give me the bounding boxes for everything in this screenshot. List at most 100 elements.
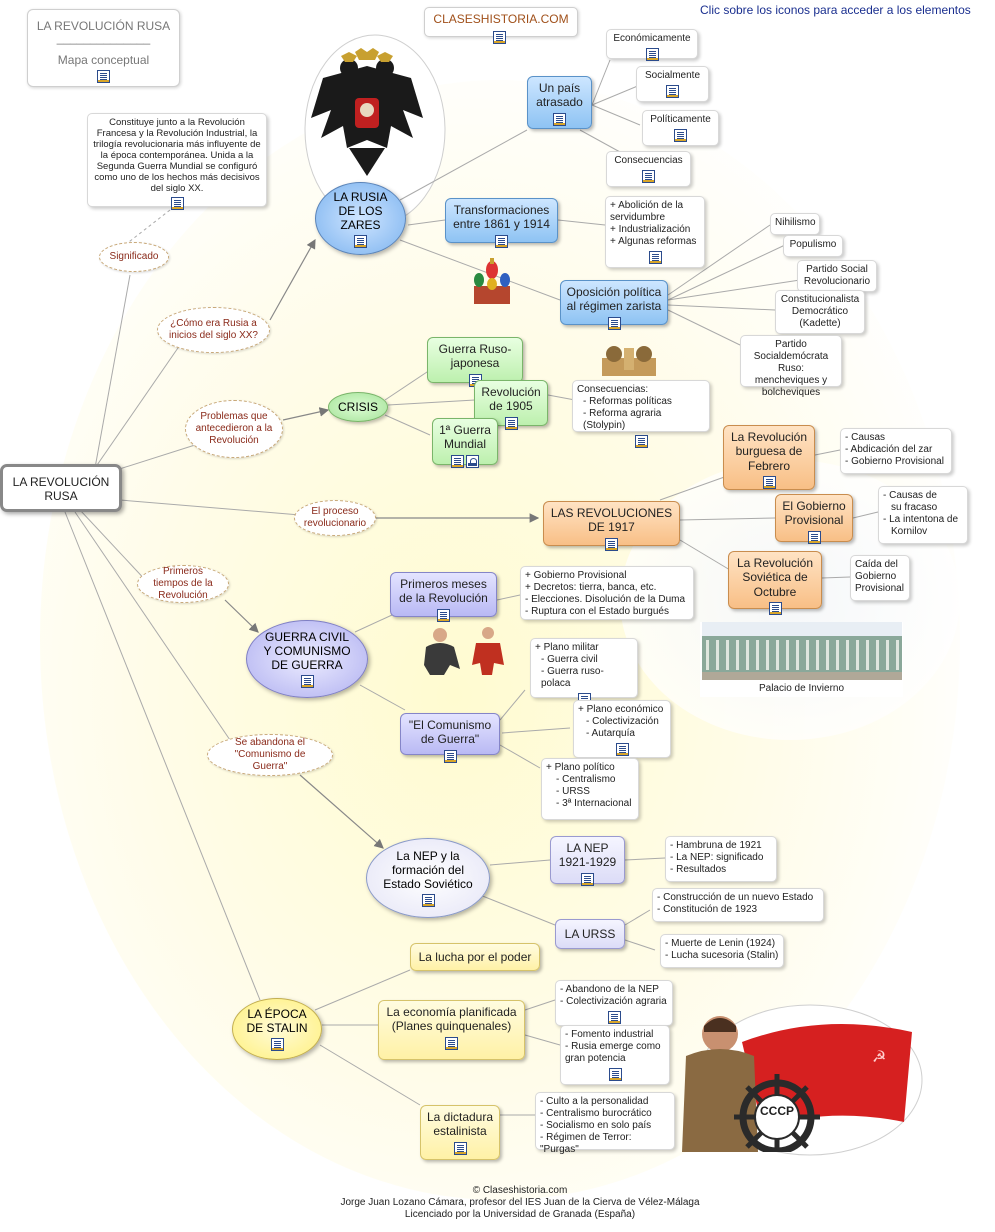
link-significado: Significado bbox=[99, 242, 169, 272]
gobierno-provisional-node: El Gobierno Provisional bbox=[775, 494, 853, 544]
document-icon[interactable] bbox=[443, 749, 457, 763]
document-icon[interactable] bbox=[648, 251, 662, 264]
significado-text: Constituye junto a la Revolución Frances… bbox=[93, 117, 261, 194]
aspect-label: Socialmente bbox=[644, 70, 701, 81]
list-item: - Constitución de 1923 bbox=[657, 904, 758, 915]
document-icon[interactable] bbox=[504, 416, 518, 430]
document-icon[interactable] bbox=[581, 872, 594, 886]
link-label: Significado bbox=[109, 251, 159, 262]
footer-copyright: © Claseshistoria.com bbox=[472, 1185, 568, 1196]
guerra-mundial-node: 1ª Guerra Mundial bbox=[432, 418, 498, 468]
list-item: + Plano político bbox=[546, 762, 615, 773]
urss-list-2: - Muerte de Lenin (1924) - Lucha sucesor… bbox=[660, 934, 784, 968]
transformaciones-node: Transformaciones entre 1861 y 1914 bbox=[445, 198, 558, 248]
socialmente-box: Socialmente bbox=[636, 66, 709, 102]
plano-militar-list: + Plano militar - Guerra civil - Guerra … bbox=[530, 638, 638, 706]
document-icon[interactable] bbox=[605, 537, 618, 551]
document-icon[interactable] bbox=[607, 1011, 621, 1024]
document-icon[interactable] bbox=[666, 85, 679, 98]
primeros-meses-label: Primeros meses de la Revolución bbox=[399, 577, 488, 606]
list-item: - La intentona de bbox=[883, 514, 959, 525]
consecuencias-1905-box: Consecuencias: - Reformas políticas - Re… bbox=[572, 380, 710, 448]
list-item: - Colectivización agraria bbox=[560, 996, 667, 1007]
link-label: Problemas que antecedieron a la Revoluci… bbox=[195, 411, 273, 446]
list-item: - Gobierno Provisional bbox=[845, 456, 944, 467]
document-icon[interactable] bbox=[270, 1038, 284, 1051]
oposicion-label: Oposición política al régimen zarista bbox=[566, 285, 662, 314]
transformaciones-list: + Abolición de la servidumbre + Industri… bbox=[605, 196, 705, 268]
pais-atrasado-node: Un país atrasado bbox=[527, 76, 592, 129]
gob-prov-list: - Causas de su fracaso - La intentona de… bbox=[878, 486, 968, 544]
document-icon[interactable] bbox=[768, 602, 782, 616]
rev1905-label: Revolución de 1905 bbox=[481, 385, 541, 414]
party-label: Nihilismo bbox=[775, 217, 816, 228]
crisis-label: CRISIS bbox=[337, 400, 378, 414]
map-subtitle: Mapa conceptual bbox=[57, 53, 150, 67]
document-icon[interactable] bbox=[493, 31, 506, 44]
list-item: - Hambruna de 1921 bbox=[670, 840, 762, 851]
octubre-node: La Revolución Soviética de Octubre bbox=[728, 551, 822, 616]
document-icon[interactable] bbox=[642, 170, 655, 183]
febrero-node: La Revolución burguesa de Febrero bbox=[723, 425, 815, 490]
document-icon[interactable] bbox=[421, 894, 435, 907]
network-icon[interactable] bbox=[466, 454, 479, 468]
party-kadette: Constitucionalista Democrático (Kadette) bbox=[775, 290, 865, 334]
list-item: - 3ª Internacional bbox=[556, 798, 632, 809]
document-icon[interactable] bbox=[608, 1068, 622, 1081]
guerra-mundial-label: 1ª Guerra Mundial bbox=[439, 423, 491, 452]
politicamente-box: Políticamente bbox=[642, 110, 719, 146]
urss-label: LA URSS bbox=[564, 927, 616, 941]
document-icon[interactable] bbox=[170, 197, 184, 210]
document-icon[interactable] bbox=[453, 1141, 467, 1155]
guerra-rj-label: Guerra Ruso-japonesa bbox=[438, 342, 512, 371]
document-icon[interactable] bbox=[615, 743, 629, 756]
list-item: - Muerte de Lenin (1924) bbox=[665, 938, 776, 949]
document-icon[interactable] bbox=[634, 435, 648, 448]
list-item: - Abdicación del zar bbox=[845, 444, 933, 455]
link-problemas: Problemas que antecedieron a la Revoluci… bbox=[185, 400, 283, 458]
list-item: - URSS bbox=[556, 786, 590, 797]
list-item: - Centralismo bbox=[556, 774, 616, 785]
list-item: - Elecciones. Disolución de la Duma bbox=[525, 594, 686, 605]
document-icon[interactable] bbox=[97, 70, 110, 83]
link-primeros: Primeros tiempos de la Revolución bbox=[137, 565, 229, 603]
list-item: Gobierno bbox=[855, 571, 897, 582]
document-icon[interactable] bbox=[807, 530, 821, 544]
urss-node: LA URSS bbox=[555, 919, 625, 949]
party-label: Populismo bbox=[789, 239, 837, 250]
party-psd: Partido Socialdemócrata Ruso: mencheviqu… bbox=[740, 335, 842, 398]
rev1905-node: Revolución de 1905 bbox=[474, 380, 548, 430]
stalin-poster-image: ☭ bbox=[682, 1016, 912, 1152]
document-icon[interactable] bbox=[437, 608, 450, 622]
document-icon[interactable] bbox=[762, 476, 776, 490]
document-icon[interactable] bbox=[674, 129, 687, 142]
main-node: LA REVOLUCIÓN RUSA bbox=[0, 464, 122, 512]
list-item: - Rusia emerge como gran potencia bbox=[565, 1041, 661, 1064]
document-icon[interactable] bbox=[553, 112, 566, 126]
party-label: Constitucionalista Democrático (Kadette) bbox=[780, 294, 860, 329]
significado-textbox: Constituye junto a la Revolución Frances… bbox=[87, 113, 267, 210]
document-icon[interactable] bbox=[300, 675, 314, 688]
imperial-eagle-image bbox=[311, 48, 423, 176]
document-icon[interactable] bbox=[607, 316, 621, 330]
winter-palace-image bbox=[701, 622, 902, 680]
main-node-label: LA REVOLUCIÓN RUSA bbox=[12, 475, 110, 504]
revolutionaries-image bbox=[424, 627, 504, 675]
pais-atrasado-label: Un país atrasado bbox=[536, 81, 583, 110]
battle-image bbox=[602, 346, 656, 376]
document-icon[interactable] bbox=[451, 454, 464, 468]
febrero-list: - Causas - Abdicación del zar - Gobierno… bbox=[840, 428, 952, 474]
party-label: Partido Socialdemócrata Ruso: mencheviqu… bbox=[753, 339, 829, 398]
title-box: LA REVOLUCIÓN RUSA ______________ Mapa c… bbox=[27, 9, 180, 87]
nep-node: LA NEP 1921-1929 bbox=[550, 836, 625, 886]
document-icon[interactable] bbox=[495, 234, 508, 248]
document-icon[interactable] bbox=[445, 1036, 458, 1050]
economia-node: La economía planificada (Planes quinquen… bbox=[378, 1000, 525, 1060]
list-item: + Plano económico bbox=[578, 704, 664, 715]
list-item: - Fomento industrial bbox=[565, 1029, 654, 1040]
list-item: + Algunas reformas bbox=[610, 236, 697, 247]
footer-license: Licenciado por la Universidad de Granada… bbox=[404, 1209, 636, 1220]
link-proceso: El proceso revolucionario bbox=[294, 500, 376, 536]
document-icon[interactable] bbox=[354, 234, 367, 248]
document-icon[interactable] bbox=[645, 48, 659, 61]
